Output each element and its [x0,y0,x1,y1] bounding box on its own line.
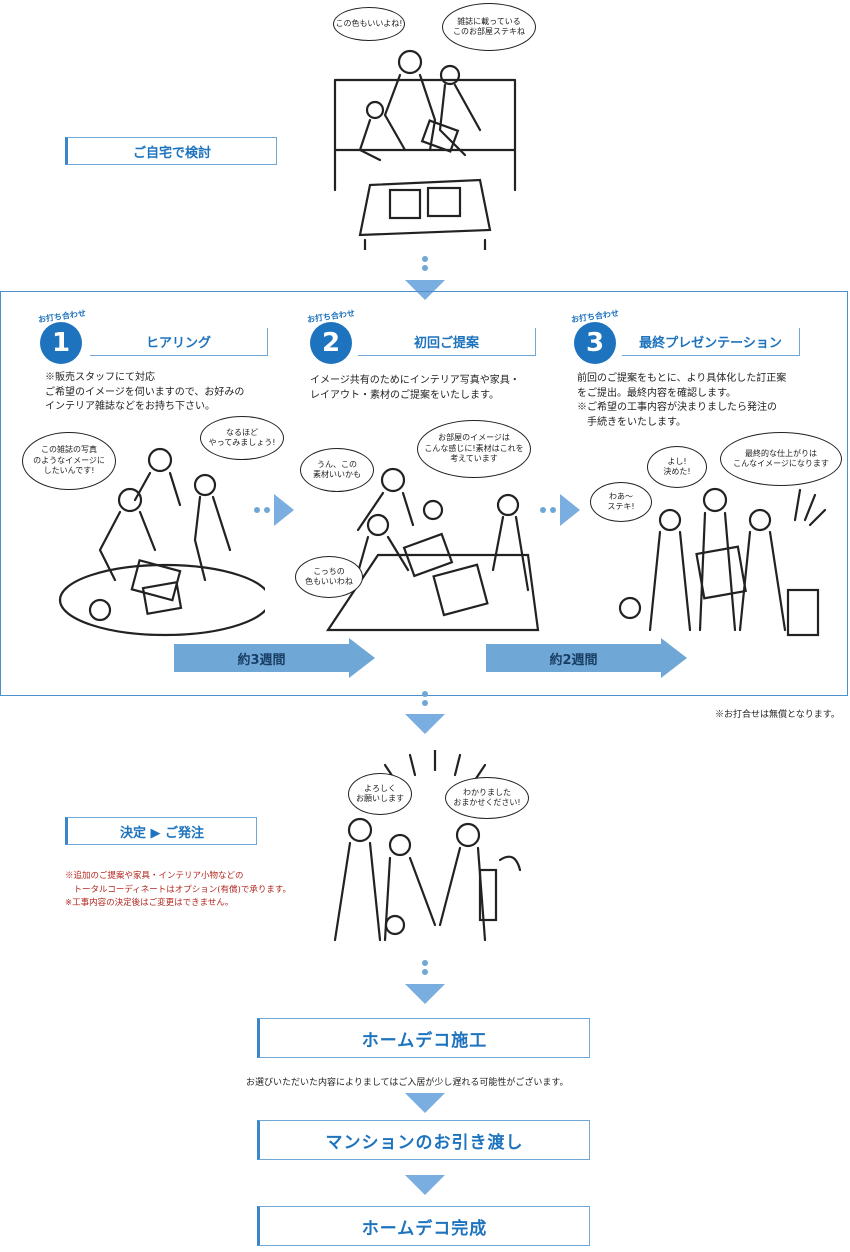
step-1-description: ※販売スタッフにて対応 ご希望のイメージを伺いますので、お好みの インテリア雑誌… [45,372,245,412]
order-label-text: 決定 ▶ ご発注 [119,825,205,841]
down-arrow-icon [405,280,445,300]
step-3-bubble-1: よし! 決めた! [647,446,707,488]
flow-dots [420,256,430,274]
construction-label: ホームデコ施工 [257,1018,590,1058]
step-3-description: 前回のご提案をもとに、より具体化した訂正案 をご提出。最終内容を確認します。 ※… [577,373,787,428]
step-1-number: 1 [40,322,82,364]
step-3-bubble-2: 最終的な仕上がりは こんなイメージになります [720,432,842,486]
order-bubble-1: よろしく お願いします [348,773,412,815]
order-bubble-2: わかりました おまかせください! [445,777,529,819]
step-2-description: イメージ共有のためにインテリア写真や家具・ レイアウト・素材のご提案をいたします… [310,375,520,401]
down-arrow-icon [405,984,445,1004]
duration-2-label: 約2週間 [549,652,598,668]
family-on-sofa-illustration [333,49,517,250]
down-arrow-icon [405,1093,445,1113]
step-arrow-2 [540,494,580,526]
step-1-title: ヒアリング [90,328,268,356]
home-bubble-1: この色もいいよね! [333,7,405,41]
step-2-title: 初回ご提案 [358,328,536,356]
down-arrow-icon [405,1175,445,1195]
final-presentation-illustration [618,487,827,637]
flow-dots [420,960,430,978]
step-2-bubble-2: お部屋のイメージは こんな感じに!素材はこれを 考えています [417,420,531,478]
free-consultation-note: ※お打合せは無償となります。 [715,710,840,720]
home-review-label: ご自宅で検討 [65,137,277,165]
step-2-number: 2 [310,322,352,364]
step-arrow-1 [254,494,294,526]
handover-label: マンションのお引き渡し [257,1120,590,1160]
step-2-bubble-3: こっちの 色もいいわね [295,556,363,598]
completion-label: ホームデコ完成 [257,1206,590,1246]
step-1-bubble-1: この雑誌の写真 のようなイメージに したいんです! [22,432,116,490]
home-bubble-2: 雑誌に載っている このお部屋ステキね [442,3,536,51]
step-2-bubble-1: うん、この 素材いいかも [300,448,374,492]
step-3-number: 3 [574,322,616,364]
completion-label-text: ホームデコ完成 [361,1218,488,1239]
home-review-label-text: ご自宅で検討 [132,145,211,161]
construction-note: お選びいただいた内容によりましてはご入居が少し遅れる可能性がございます。 [246,1078,569,1088]
duration-arrow-2: 約2週間 [486,638,687,678]
hearing-meeting-illustration [58,447,265,637]
flow-dots [420,691,430,709]
duration-1-label: 約3週間 [237,652,286,668]
order-label: 決定 ▶ ご発注 [65,817,257,845]
handover-label-text: マンションのお引き渡し [325,1132,524,1153]
construction-label-text: ホームデコ施工 [361,1030,488,1051]
step-1-bubble-2: なるほど やってみましょう! [200,416,284,460]
step-3-bubble-3: わあ〜 ステキ! [590,482,652,522]
handshake-illustration [333,750,522,942]
duration-arrow-1: 約3週間 [174,638,375,678]
down-arrow-icon [405,714,445,734]
order-notes: ※追加のご提案や家具・インテリア小物などの トータルコーディネートはオプション(… [65,871,292,909]
step-3-title: 最終プレゼンテーション [622,328,800,356]
